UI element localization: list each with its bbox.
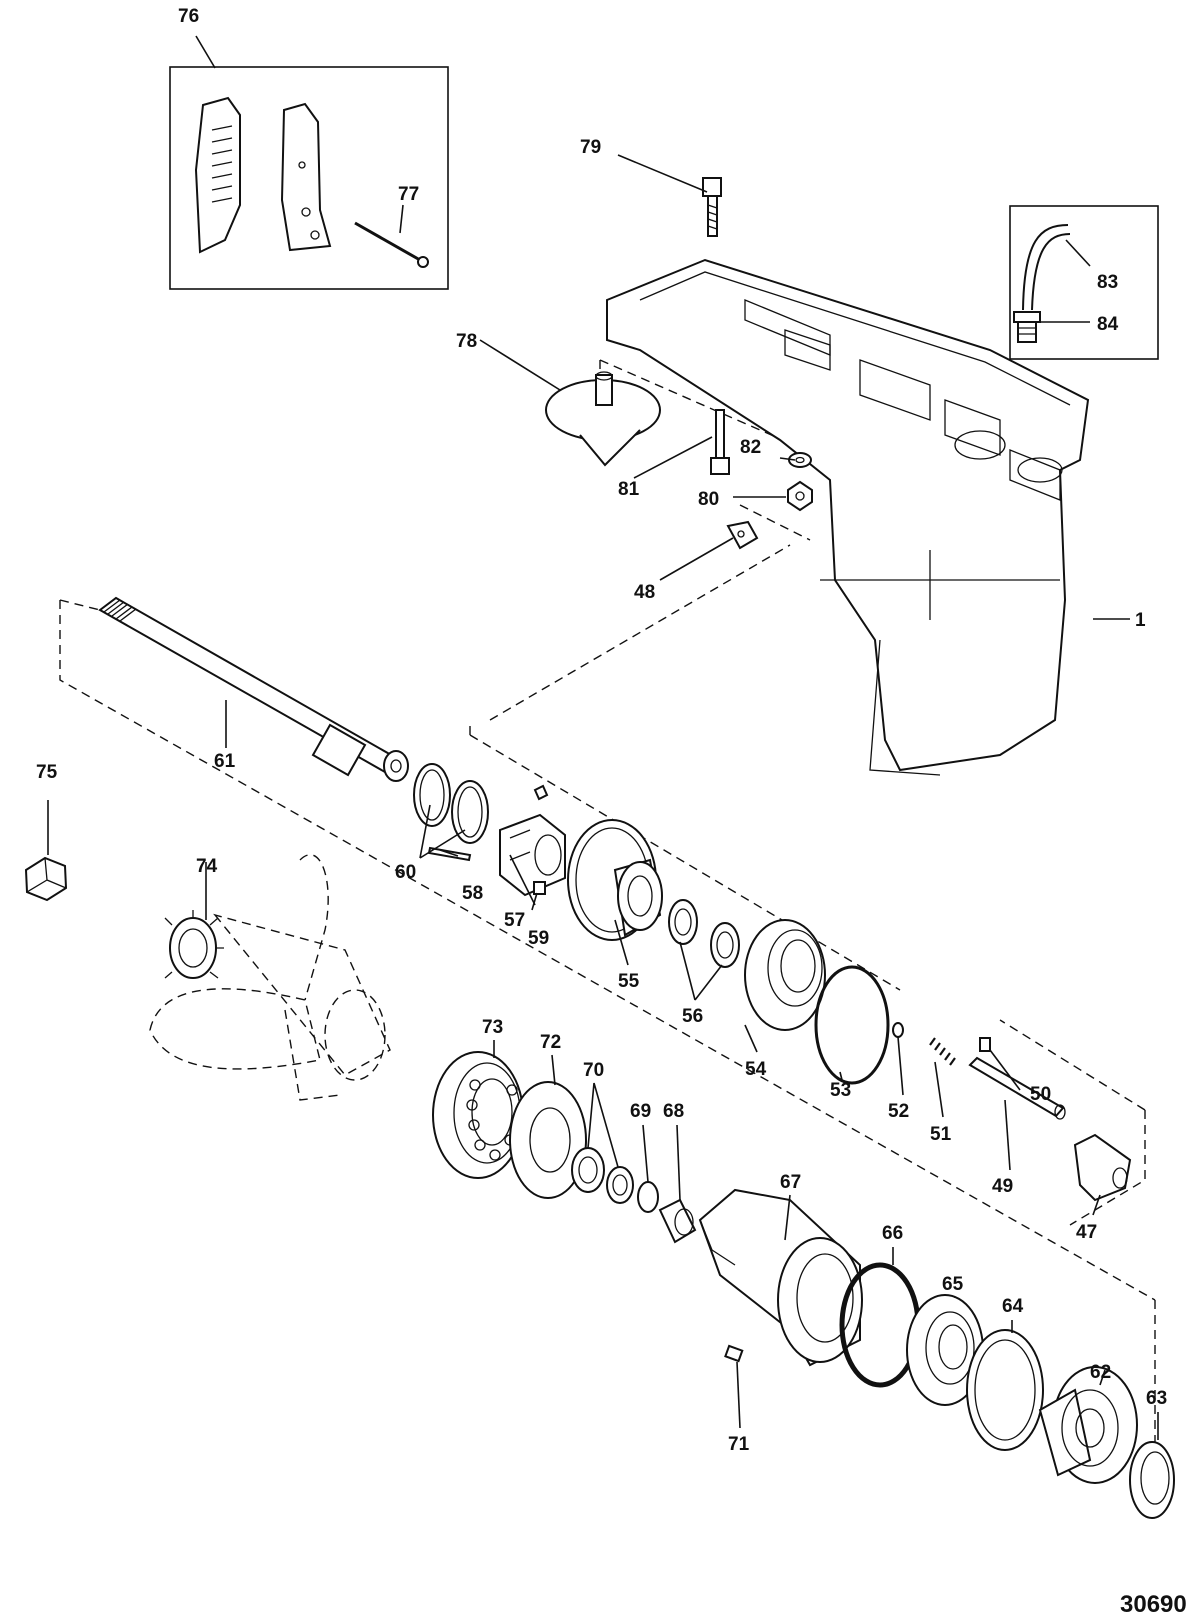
part-75-propeller-nut [24, 856, 68, 902]
inset-box-speedometer [1009, 205, 1159, 360]
callout-57: 57 [504, 910, 525, 931]
callout-50: 50 [1030, 1084, 1051, 1105]
part-1-gear-housing [606, 258, 1090, 776]
callout-78: 78 [456, 331, 477, 352]
part-55-gear [567, 819, 663, 941]
part-49-cam-follower [968, 1056, 1066, 1120]
callout-76: 76 [178, 6, 199, 27]
callout-82: 82 [740, 437, 761, 458]
figure-number: 30690 [1120, 1591, 1187, 1618]
part-73-bearing [432, 1051, 524, 1179]
part-74-tab-washer [164, 910, 224, 979]
part-50-detent-pin [979, 1037, 991, 1052]
propeller-phantom [149, 854, 391, 1101]
part-54-tapered-bearing [744, 919, 826, 1031]
callout-60: 60 [395, 862, 416, 883]
callout-67: 67 [780, 1172, 801, 1193]
part-63-bearing-race [1129, 1441, 1175, 1519]
callout-81: 81 [618, 479, 640, 500]
leader-lines [47, 35, 1159, 1440]
callout-77: 77 [398, 184, 419, 205]
callout-80: 80 [698, 489, 719, 510]
callout-70: 70 [583, 1060, 604, 1081]
callout-71: 71 [728, 1434, 750, 1455]
callout-66: 66 [882, 1223, 903, 1244]
callout-68: 68 [663, 1101, 684, 1122]
part-80-nut [787, 480, 813, 512]
callout-1: 1 [1135, 610, 1146, 631]
part-76-anode-pair [194, 96, 332, 254]
inset-box-anodes [169, 66, 449, 290]
part-57-clutch [499, 813, 566, 897]
part-83-84-speedometer-tube [1013, 224, 1071, 343]
part-51-spring [929, 1037, 956, 1066]
part-60-snap-rings [413, 763, 489, 844]
part-61-propeller-shaft [98, 596, 409, 782]
part-47-shift-cam [1073, 1133, 1132, 1202]
callout-63: 63 [1146, 1388, 1167, 1409]
callout-65: 65 [942, 1274, 964, 1295]
callout-73: 73 [482, 1017, 503, 1038]
part-67-bearing-carrier [698, 1188, 863, 1367]
callout-51: 51 [930, 1124, 952, 1145]
part-56-needle-bearings [668, 899, 740, 968]
callout-83: 83 [1097, 272, 1118, 293]
callout-labels: 76 77 79 78 82 81 80 48 1 83 84 61 75 74… [36, 6, 1167, 1455]
callout-64: 64 [1002, 1296, 1024, 1317]
part-81-screw [710, 409, 730, 475]
part-52-ball [892, 1022, 904, 1038]
part-68-needle-bearing [658, 1198, 697, 1244]
part-62-forward-gear [1038, 1366, 1138, 1484]
part-65-ball-bearing [906, 1294, 984, 1406]
callout-62: 62 [1090, 1362, 1111, 1383]
callout-53: 53 [830, 1080, 851, 1101]
part-79-bolt [702, 177, 722, 237]
part-53-o-ring [814, 965, 890, 1085]
part-small-detent [533, 784, 549, 801]
callout-52: 52 [888, 1101, 909, 1122]
part-71-key [724, 1344, 744, 1363]
callout-58: 58 [462, 883, 483, 904]
part-72-tab-washer [509, 1081, 587, 1199]
part-64-thrust-washer [966, 1329, 1044, 1451]
callout-74: 74 [196, 856, 218, 877]
callout-72: 72 [540, 1032, 561, 1053]
part-48-retainer [726, 520, 759, 550]
callout-49: 49 [992, 1176, 1013, 1197]
part-77-anode-screw [354, 221, 429, 268]
callout-84: 84 [1097, 314, 1119, 335]
part-70-oil-seals [571, 1147, 634, 1204]
callout-69: 69 [630, 1101, 651, 1122]
callout-56: 56 [682, 1006, 703, 1027]
part-78-trim-tab [545, 371, 661, 467]
callout-79: 79 [580, 137, 601, 158]
callout-75: 75 [36, 762, 58, 783]
part-69-retaining-ring [637, 1181, 659, 1213]
callout-59: 59 [528, 928, 549, 949]
callout-55: 55 [618, 971, 640, 992]
callout-54: 54 [745, 1059, 767, 1080]
part-59-spring [533, 881, 546, 895]
callout-61: 61 [214, 751, 236, 772]
callout-47: 47 [1076, 1222, 1097, 1243]
callout-48: 48 [634, 582, 655, 603]
